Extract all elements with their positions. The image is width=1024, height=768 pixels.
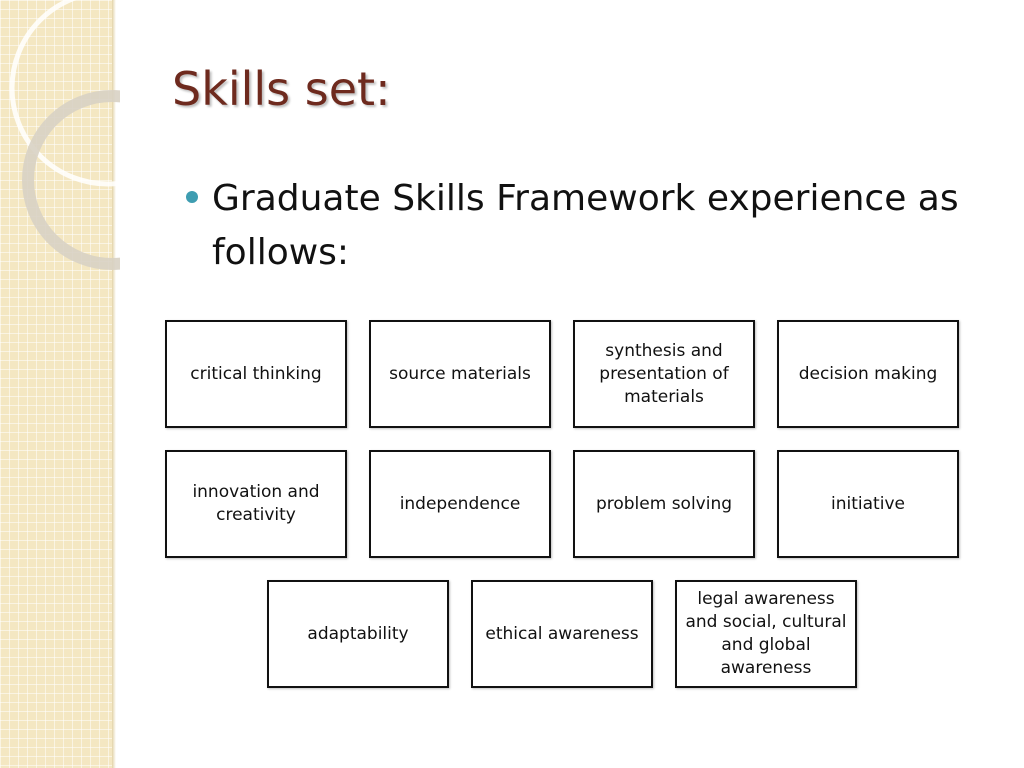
skill-box: legal awareness and social, cultural and…: [675, 580, 857, 688]
slide-title: Skills set:: [172, 62, 391, 116]
skill-box: synthesis and presentation of materials: [573, 320, 755, 428]
bullet-text: Graduate Skills Framework experience as …: [212, 178, 959, 273]
decorative-ring-large: [9, 0, 120, 187]
skill-box: ethical awareness: [471, 580, 653, 688]
skill-box: innovation and creativity: [165, 450, 347, 558]
skill-box: critical thinking: [165, 320, 347, 428]
skill-box: decision making: [777, 320, 959, 428]
decorative-rings: [9, 0, 120, 270]
skill-box: source materials: [369, 320, 551, 428]
skill-box: initiative: [777, 450, 959, 558]
bullet-dot-icon: [186, 191, 198, 203]
skill-box: problem solving: [573, 450, 755, 558]
skill-box: adaptability: [267, 580, 449, 688]
skill-box: independence: [369, 450, 551, 558]
stripe-edge: [112, 0, 116, 768]
decorative-ring-small: [22, 90, 120, 270]
